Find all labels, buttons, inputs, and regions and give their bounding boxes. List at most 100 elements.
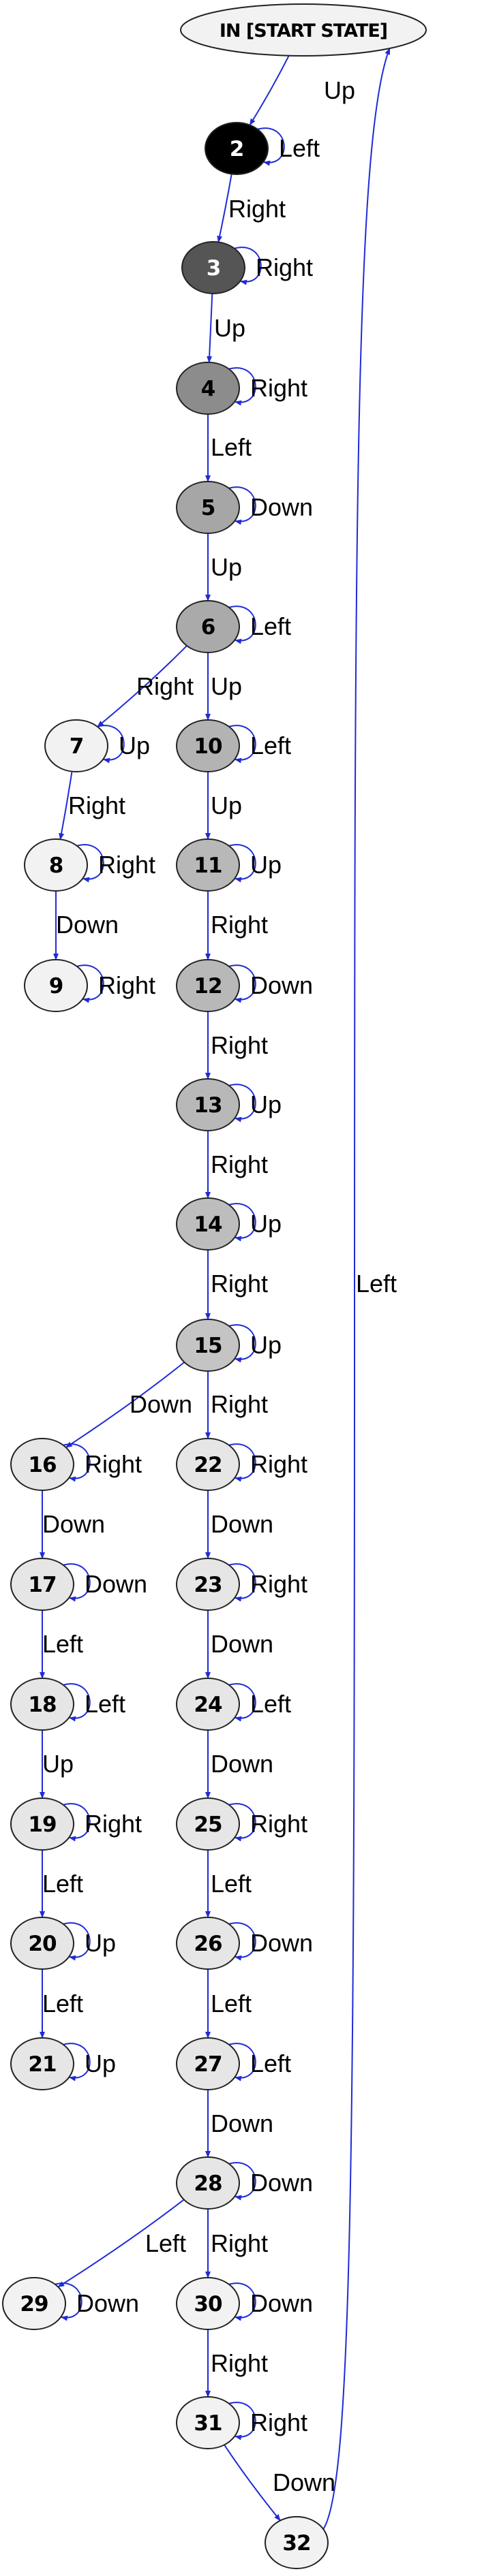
self-loop-label-27: Left <box>250 2049 291 2077</box>
state-shape-15 <box>176 1319 240 1372</box>
self-loop-12 <box>228 964 256 1003</box>
transition-label-28-to-30: Right <box>211 2229 268 2257</box>
self-loop-label-8: Right <box>98 851 155 879</box>
state-shape-23 <box>176 1558 240 1611</box>
state-label-11: 11 <box>194 853 222 878</box>
transition-2-to-3 <box>217 174 232 243</box>
self-loop-4 <box>228 367 256 406</box>
transition-7-to-8 <box>59 771 73 841</box>
self-loop-label-25: Right <box>250 1810 307 1838</box>
state-label-4: 4 <box>201 377 215 401</box>
self-loop-16 <box>62 1443 91 1482</box>
transition-label-20-to-21: Left <box>42 1990 83 2017</box>
self-loop-label-2: Left <box>279 134 320 162</box>
state-node-14: 14 <box>176 1197 240 1251</box>
state-label-22: 22 <box>194 1453 222 1477</box>
state-label-14: 14 <box>194 1212 222 1237</box>
state-shape-31 <box>176 2396 240 2449</box>
self-loop-label-4: Right <box>250 374 307 402</box>
state-shape-8 <box>24 838 88 892</box>
transition-31-to-32 <box>224 2444 281 2522</box>
state-shape-26 <box>176 1917 240 1970</box>
state-shape-22 <box>176 1438 240 1491</box>
state-node-6: 6 <box>176 600 240 653</box>
state-shape-28 <box>176 2156 240 2210</box>
transition-label-31-to-32: Down <box>273 2468 335 2496</box>
self-loop-13 <box>228 1084 256 1122</box>
self-loop-label-31: Right <box>250 2408 307 2436</box>
state-shape-32 <box>265 2516 329 2569</box>
state-node-4: 4 <box>176 362 240 415</box>
self-loop-11 <box>228 844 256 883</box>
transition-label-14-to-15: Right <box>211 1270 268 1298</box>
transition-label-32-to-start: Left <box>356 1270 397 1298</box>
transition-label-2-to-3: Right <box>228 195 286 223</box>
self-loop-9 <box>76 964 104 1003</box>
state-node-24: 24 <box>176 1678 240 1731</box>
state-shape-25 <box>176 1797 240 1851</box>
self-loop-31 <box>228 2402 256 2440</box>
state-shape-2 <box>205 122 269 175</box>
state-label-26: 26 <box>194 1932 222 1956</box>
state-shape-12 <box>176 959 240 1012</box>
self-loop-label-17: Down <box>85 1570 147 1598</box>
self-loop-22 <box>228 1443 256 1482</box>
state-node-29: 29 <box>2 2277 66 2330</box>
self-loop-label-19: Right <box>85 1810 142 1838</box>
self-loop-label-11: Up <box>250 851 282 879</box>
transition-label-11-to-12: Right <box>211 911 268 939</box>
self-loop-label-22: Right <box>250 1450 307 1478</box>
transition-6-to-7 <box>97 645 187 727</box>
self-loop-label-16: Right <box>85 1450 142 1478</box>
state-node-16: 16 <box>10 1438 74 1491</box>
transition-label-16-to-17: Down <box>42 1510 105 1538</box>
state-label-28: 28 <box>194 2171 222 2196</box>
transition-label-start-to-2: Up <box>324 76 355 104</box>
transition-label-6-to-10: Up <box>211 672 242 700</box>
self-loop-29 <box>54 2282 82 2321</box>
self-loop-15 <box>228 1324 256 1363</box>
state-shape-7 <box>44 719 108 772</box>
self-loop-label-15: Up <box>250 1331 282 1359</box>
state-label-15: 15 <box>194 1334 222 1358</box>
state-label-13: 13 <box>194 1093 222 1118</box>
self-loop-label-6: Left <box>250 612 291 640</box>
self-loop-21 <box>62 2043 91 2082</box>
self-loop-5 <box>228 486 256 525</box>
state-label-18: 18 <box>28 1693 56 1717</box>
state-shape-24 <box>176 1678 240 1731</box>
self-loop-14 <box>228 1203 256 1242</box>
state-label-30: 30 <box>194 2292 222 2316</box>
self-loop-label-14: Up <box>250 1210 282 1238</box>
self-loop-8 <box>76 844 104 883</box>
self-loop-20 <box>62 1922 91 1961</box>
self-loop-6 <box>228 606 256 644</box>
self-loops-layer <box>54 127 285 2440</box>
state-label-12: 12 <box>194 974 222 999</box>
state-label-24: 24 <box>194 1693 222 1717</box>
self-loop-28 <box>228 2162 256 2201</box>
self-loop-label-10: Left <box>250 732 291 759</box>
state-node-30: 30 <box>176 2277 240 2330</box>
transition-label-19-to-20: Left <box>42 1870 83 1898</box>
transition-label-22-to-23: Down <box>211 1510 273 1538</box>
self-loop-17 <box>62 1563 91 1602</box>
state-shape-11 <box>176 838 240 892</box>
state-node-19: 19 <box>10 1797 74 1851</box>
self-loop-label-12: Down <box>250 971 313 999</box>
state-shape-13 <box>176 1078 240 1131</box>
self-loop-25 <box>228 1803 256 1842</box>
state-label-9: 9 <box>49 974 63 999</box>
state-label-19: 19 <box>28 1812 56 1837</box>
self-loop-label-23: Right <box>250 1570 307 1598</box>
state-label-7: 7 <box>70 734 84 759</box>
state-node-32: 32 <box>265 2516 329 2569</box>
state-label-16: 16 <box>28 1453 56 1477</box>
transition-label-8-to-9: Down <box>56 911 119 939</box>
transition-label-28-to-29: Left <box>145 2229 186 2257</box>
state-shape-17 <box>10 1558 74 1611</box>
state-label-8: 8 <box>49 853 63 878</box>
transition-label-25-to-26: Left <box>211 1870 252 1898</box>
state-shape-6 <box>176 600 240 653</box>
